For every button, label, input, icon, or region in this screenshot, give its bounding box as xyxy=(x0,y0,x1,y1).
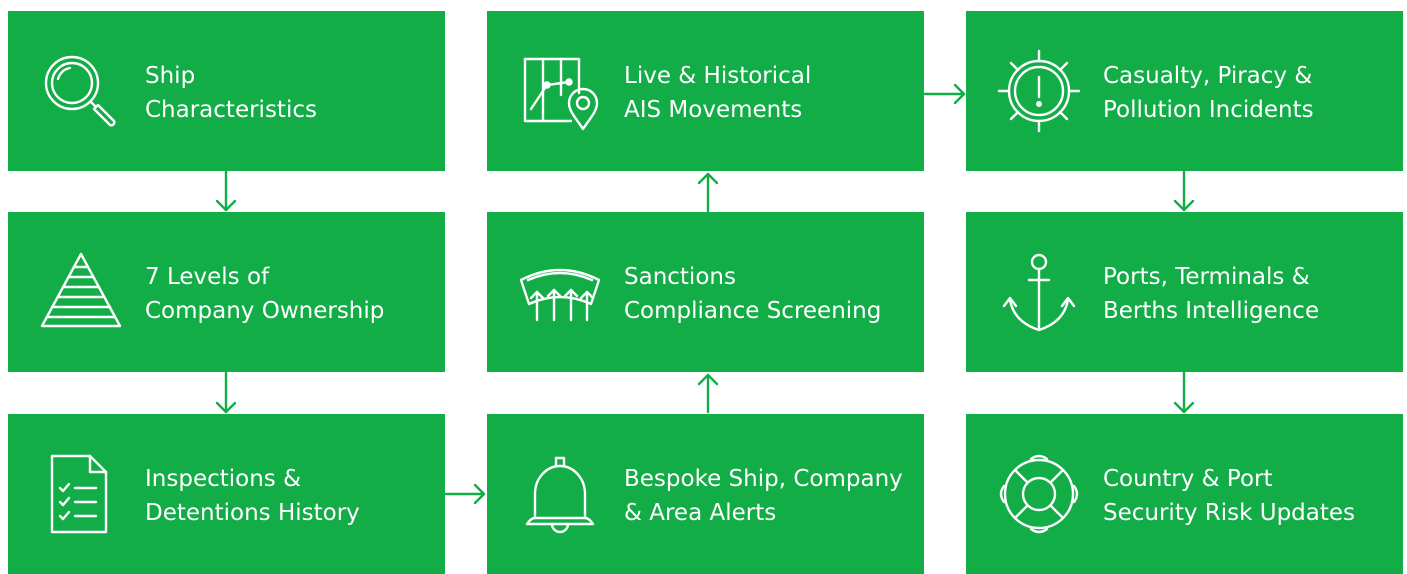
screening-arrows-icon xyxy=(517,250,603,334)
box-label: Country & Port Security Risk Updates xyxy=(1103,466,1356,526)
box-inspections-history: Inspections & Detentions History xyxy=(8,414,445,574)
box-label: Ports, Terminals & Berths Intelligence xyxy=(1103,264,1320,324)
pyramid-icon xyxy=(38,250,124,334)
arrow-down xyxy=(1173,371,1195,414)
arrow-down xyxy=(215,371,237,414)
box-label: 7 Levels of Company Ownership xyxy=(145,264,385,324)
box-ais-movements: Live & Historical AIS Movements xyxy=(487,11,924,171)
arrow-up xyxy=(697,373,719,414)
checklist-icon xyxy=(38,452,124,536)
arrow-right xyxy=(923,83,966,105)
box-company-ownership: 7 Levels of Company Ownership xyxy=(8,212,445,372)
map-location-icon xyxy=(517,49,603,133)
arrow-up xyxy=(697,172,719,213)
box-label: Live & Historical AIS Movements xyxy=(624,63,812,123)
anchor-icon xyxy=(996,250,1082,334)
box-casualty-incidents: Casualty, Piracy & Pollution Incidents xyxy=(966,11,1403,171)
arrow-down xyxy=(215,170,237,212)
box-label: Inspections & Detentions History xyxy=(145,466,360,526)
box-ports-intelligence: Ports, Terminals & Berths Intelligence xyxy=(966,212,1403,372)
box-security-risk-updates: Country & Port Security Risk Updates xyxy=(966,414,1403,574)
box-label: Sanctions Compliance Screening xyxy=(624,264,882,324)
lifebuoy-icon xyxy=(996,452,1082,536)
magnifier-icon xyxy=(38,49,124,133)
bell-icon xyxy=(517,452,603,536)
alert-wheel-icon xyxy=(996,49,1082,133)
arrow-right xyxy=(444,483,486,505)
box-sanctions-screening: Sanctions Compliance Screening xyxy=(487,212,924,372)
arrow-down xyxy=(1173,170,1195,212)
box-bespoke-alerts: Bespoke Ship, Company & Area Alerts xyxy=(487,414,924,574)
box-label: Bespoke Ship, Company & Area Alerts xyxy=(624,466,903,526)
box-label: Casualty, Piracy & Pollution Incidents xyxy=(1103,63,1314,123)
box-label: Ship Characteristics xyxy=(145,63,317,123)
box-ship-characteristics: Ship Characteristics xyxy=(8,11,445,171)
